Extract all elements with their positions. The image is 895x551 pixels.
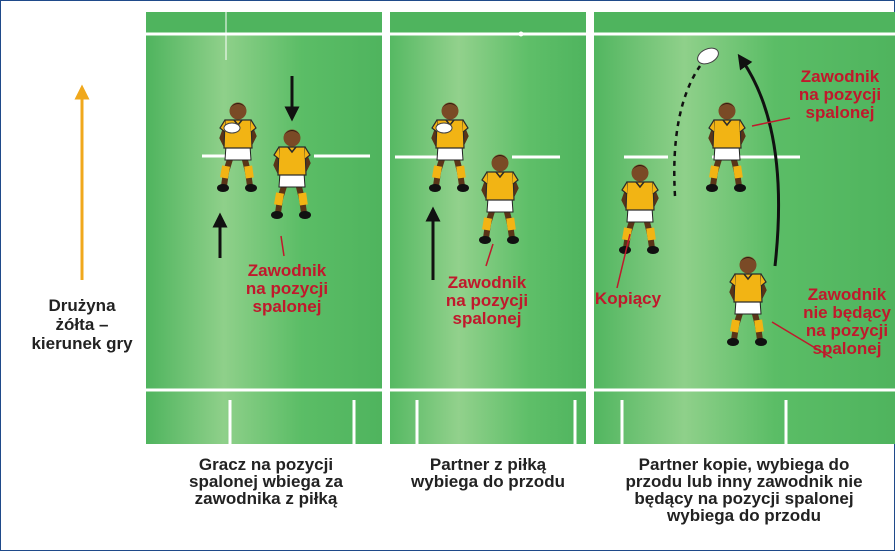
rugby-ball-icon [223, 122, 241, 134]
side-label-line: kierunek gry [31, 334, 133, 353]
label-pointer [771, 321, 833, 359]
side-label-line: Drużyna [48, 296, 116, 315]
label-pointer [616, 233, 631, 289]
label-pointer [280, 235, 285, 257]
side-label-line: żółta – [55, 315, 109, 334]
kicker-label: Kopiący [594, 289, 662, 308]
kick-trajectory [673, 65, 702, 197]
pitch-panel-3 [594, 12, 895, 444]
onside-player-label: Zawodnik nie będący na pozycji spalonej [803, 285, 891, 358]
pitch-panel-1 [146, 12, 382, 444]
panel-3-caption: Partner kopie, wybiega do przodu lub inn… [625, 455, 863, 525]
rugby-ball-icon [697, 47, 719, 65]
offside-player-label: Zawodnik na pozycji spalonej [445, 273, 529, 328]
label-pointer [751, 117, 791, 127]
panel-2-caption: Partner z piłką wybiega do przodu [411, 455, 565, 491]
run-arrow-curved [737, 53, 781, 267]
offside-player-label: Zawodnik na pozycji spalonej [245, 261, 329, 316]
direction-of-play-label: Drużyna żółta – kierunek gry [22, 296, 142, 353]
panel-1-caption: Gracz na pozycji spalonej wbiega za zawo… [189, 455, 343, 508]
rugby-ball-icon [435, 122, 453, 134]
label-pointer [485, 243, 494, 267]
offside-player-label: Zawodnik na pozycji spalonej [798, 67, 882, 122]
